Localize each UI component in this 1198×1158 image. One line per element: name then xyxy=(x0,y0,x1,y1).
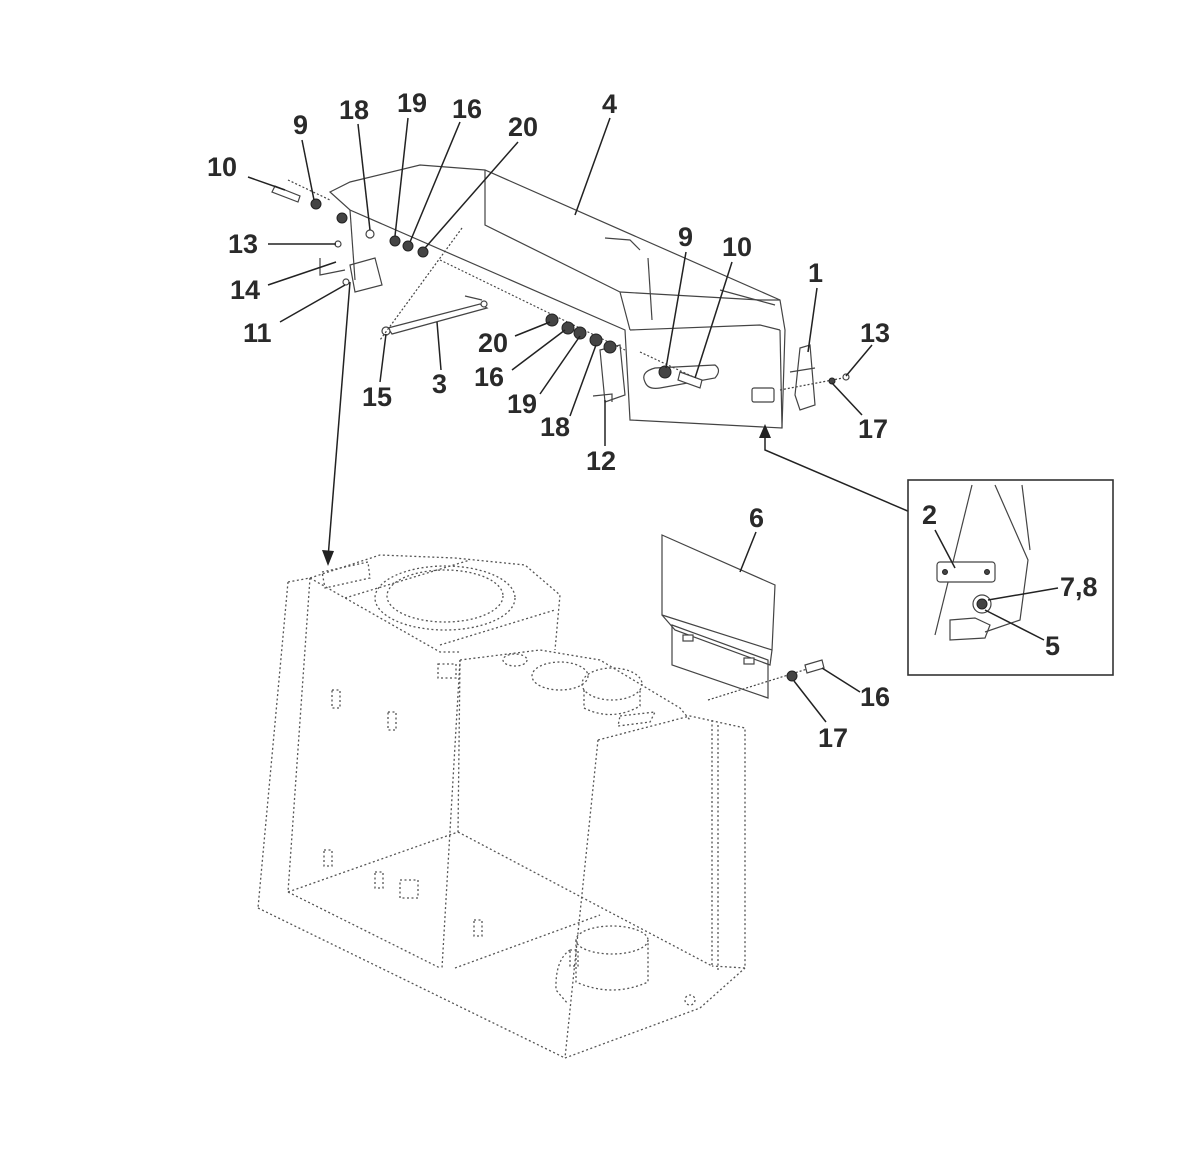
callout-3: 3 xyxy=(432,369,447,399)
top-cover-assembly xyxy=(271,164,850,429)
callout-4: 4 xyxy=(602,89,617,119)
assembly-arrow-left xyxy=(322,281,351,566)
detail-inset xyxy=(907,479,1114,676)
callout-11: 11 xyxy=(243,318,272,348)
callout-1: 1 xyxy=(808,258,823,288)
callout-17b: 17 xyxy=(818,723,848,753)
callout-10b: 10 xyxy=(722,232,752,262)
callout-17: 17 xyxy=(858,414,888,444)
callout-labels: 10 9 18 19 16 20 4 13 14 11 15 3 20 16 1… xyxy=(207,88,1098,753)
callout-18: 18 xyxy=(339,95,369,125)
callout-9: 9 xyxy=(293,110,308,140)
callout-15: 15 xyxy=(362,382,392,412)
callout-10: 10 xyxy=(207,152,237,182)
callout-13b: 13 xyxy=(860,318,890,348)
callout-9b: 9 xyxy=(678,222,693,252)
callout-7-8: 7,8 xyxy=(1060,572,1098,602)
callout-19: 19 xyxy=(397,88,427,118)
callout-16b: 16 xyxy=(474,362,504,392)
leader-lines xyxy=(247,117,1059,723)
assembly-arrow-inset xyxy=(759,424,911,513)
callout-16c: 16 xyxy=(860,682,890,712)
callout-16: 16 xyxy=(452,94,482,124)
callout-19b: 19 xyxy=(507,389,537,419)
side-panel xyxy=(661,534,825,701)
tank-body xyxy=(257,554,746,1059)
callout-6: 6 xyxy=(749,503,764,533)
callout-2: 2 xyxy=(922,500,937,530)
callout-20: 20 xyxy=(508,112,538,142)
callout-5: 5 xyxy=(1045,631,1060,661)
callout-13: 13 xyxy=(228,229,258,259)
callout-20b: 20 xyxy=(478,328,508,358)
callout-14: 14 xyxy=(230,275,260,305)
callout-18b: 18 xyxy=(540,412,570,442)
callout-12: 12 xyxy=(586,446,616,476)
